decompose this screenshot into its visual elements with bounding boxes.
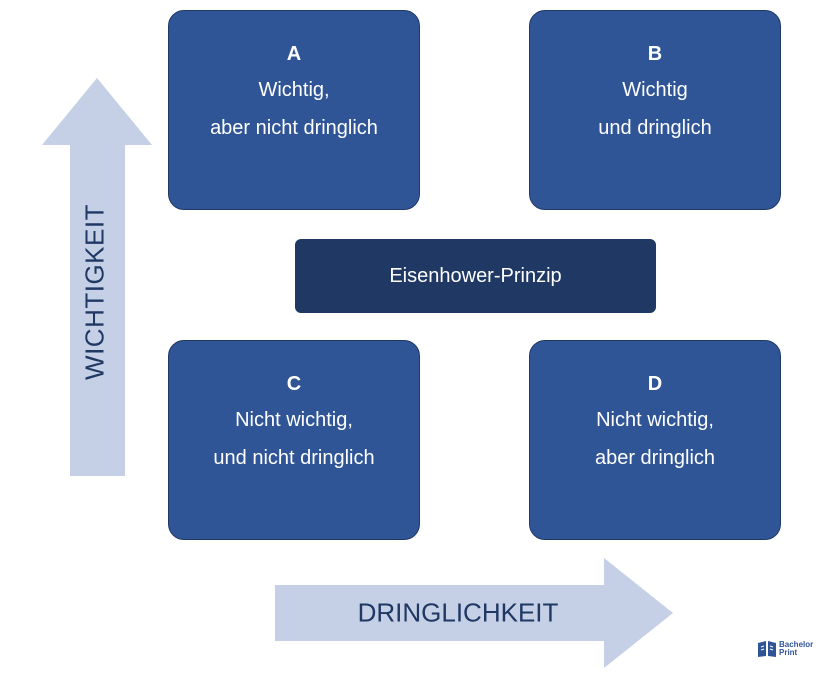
bachelor-print-logo: Bachelor Print (757, 640, 813, 658)
quadrant-line-1: Nicht wichtig, (596, 409, 714, 431)
quadrant-letter: D (647, 373, 663, 395)
quadrant-line-2: und nicht dringlich (213, 447, 375, 469)
quadrant-line-1: Nicht wichtig, (235, 409, 353, 431)
vertical-arrow (42, 78, 152, 476)
quadrant-line-2: aber dringlich (594, 447, 716, 469)
quadrant-line-1: Wichtig, (258, 79, 330, 101)
center-title-box: Eisenhower-Prinzip (295, 239, 656, 313)
logo-line-2: Print (779, 648, 798, 657)
quadrant-line-2: aber nicht dringlich (210, 117, 378, 139)
book-icon (758, 641, 776, 657)
quadrant-b: B Wichtig und dringlich (529, 10, 781, 210)
quadrant-letter: B (647, 43, 663, 65)
horizontal-arrow (275, 558, 673, 668)
horizontal-axis-label: DRINGLICHKEIT (357, 597, 559, 628)
quadrant-letter: A (286, 43, 302, 65)
logo-line-1: Bachelor (779, 640, 814, 649)
quadrant-letter: C (286, 373, 302, 395)
quadrant-a: A Wichtig, aber nicht dringlich (168, 10, 420, 210)
quadrant-line-1: Wichtig (622, 79, 688, 101)
vertical-axis-label: WICHTIGKEIT (79, 204, 110, 380)
quadrant-d: D Nicht wichtig, aber dringlich (529, 340, 781, 540)
quadrant-c: C Nicht wichtig, und nicht dringlich (168, 340, 420, 540)
quadrant-line-2: und dringlich (598, 117, 712, 139)
center-title: Eisenhower-Prinzip (389, 264, 562, 287)
